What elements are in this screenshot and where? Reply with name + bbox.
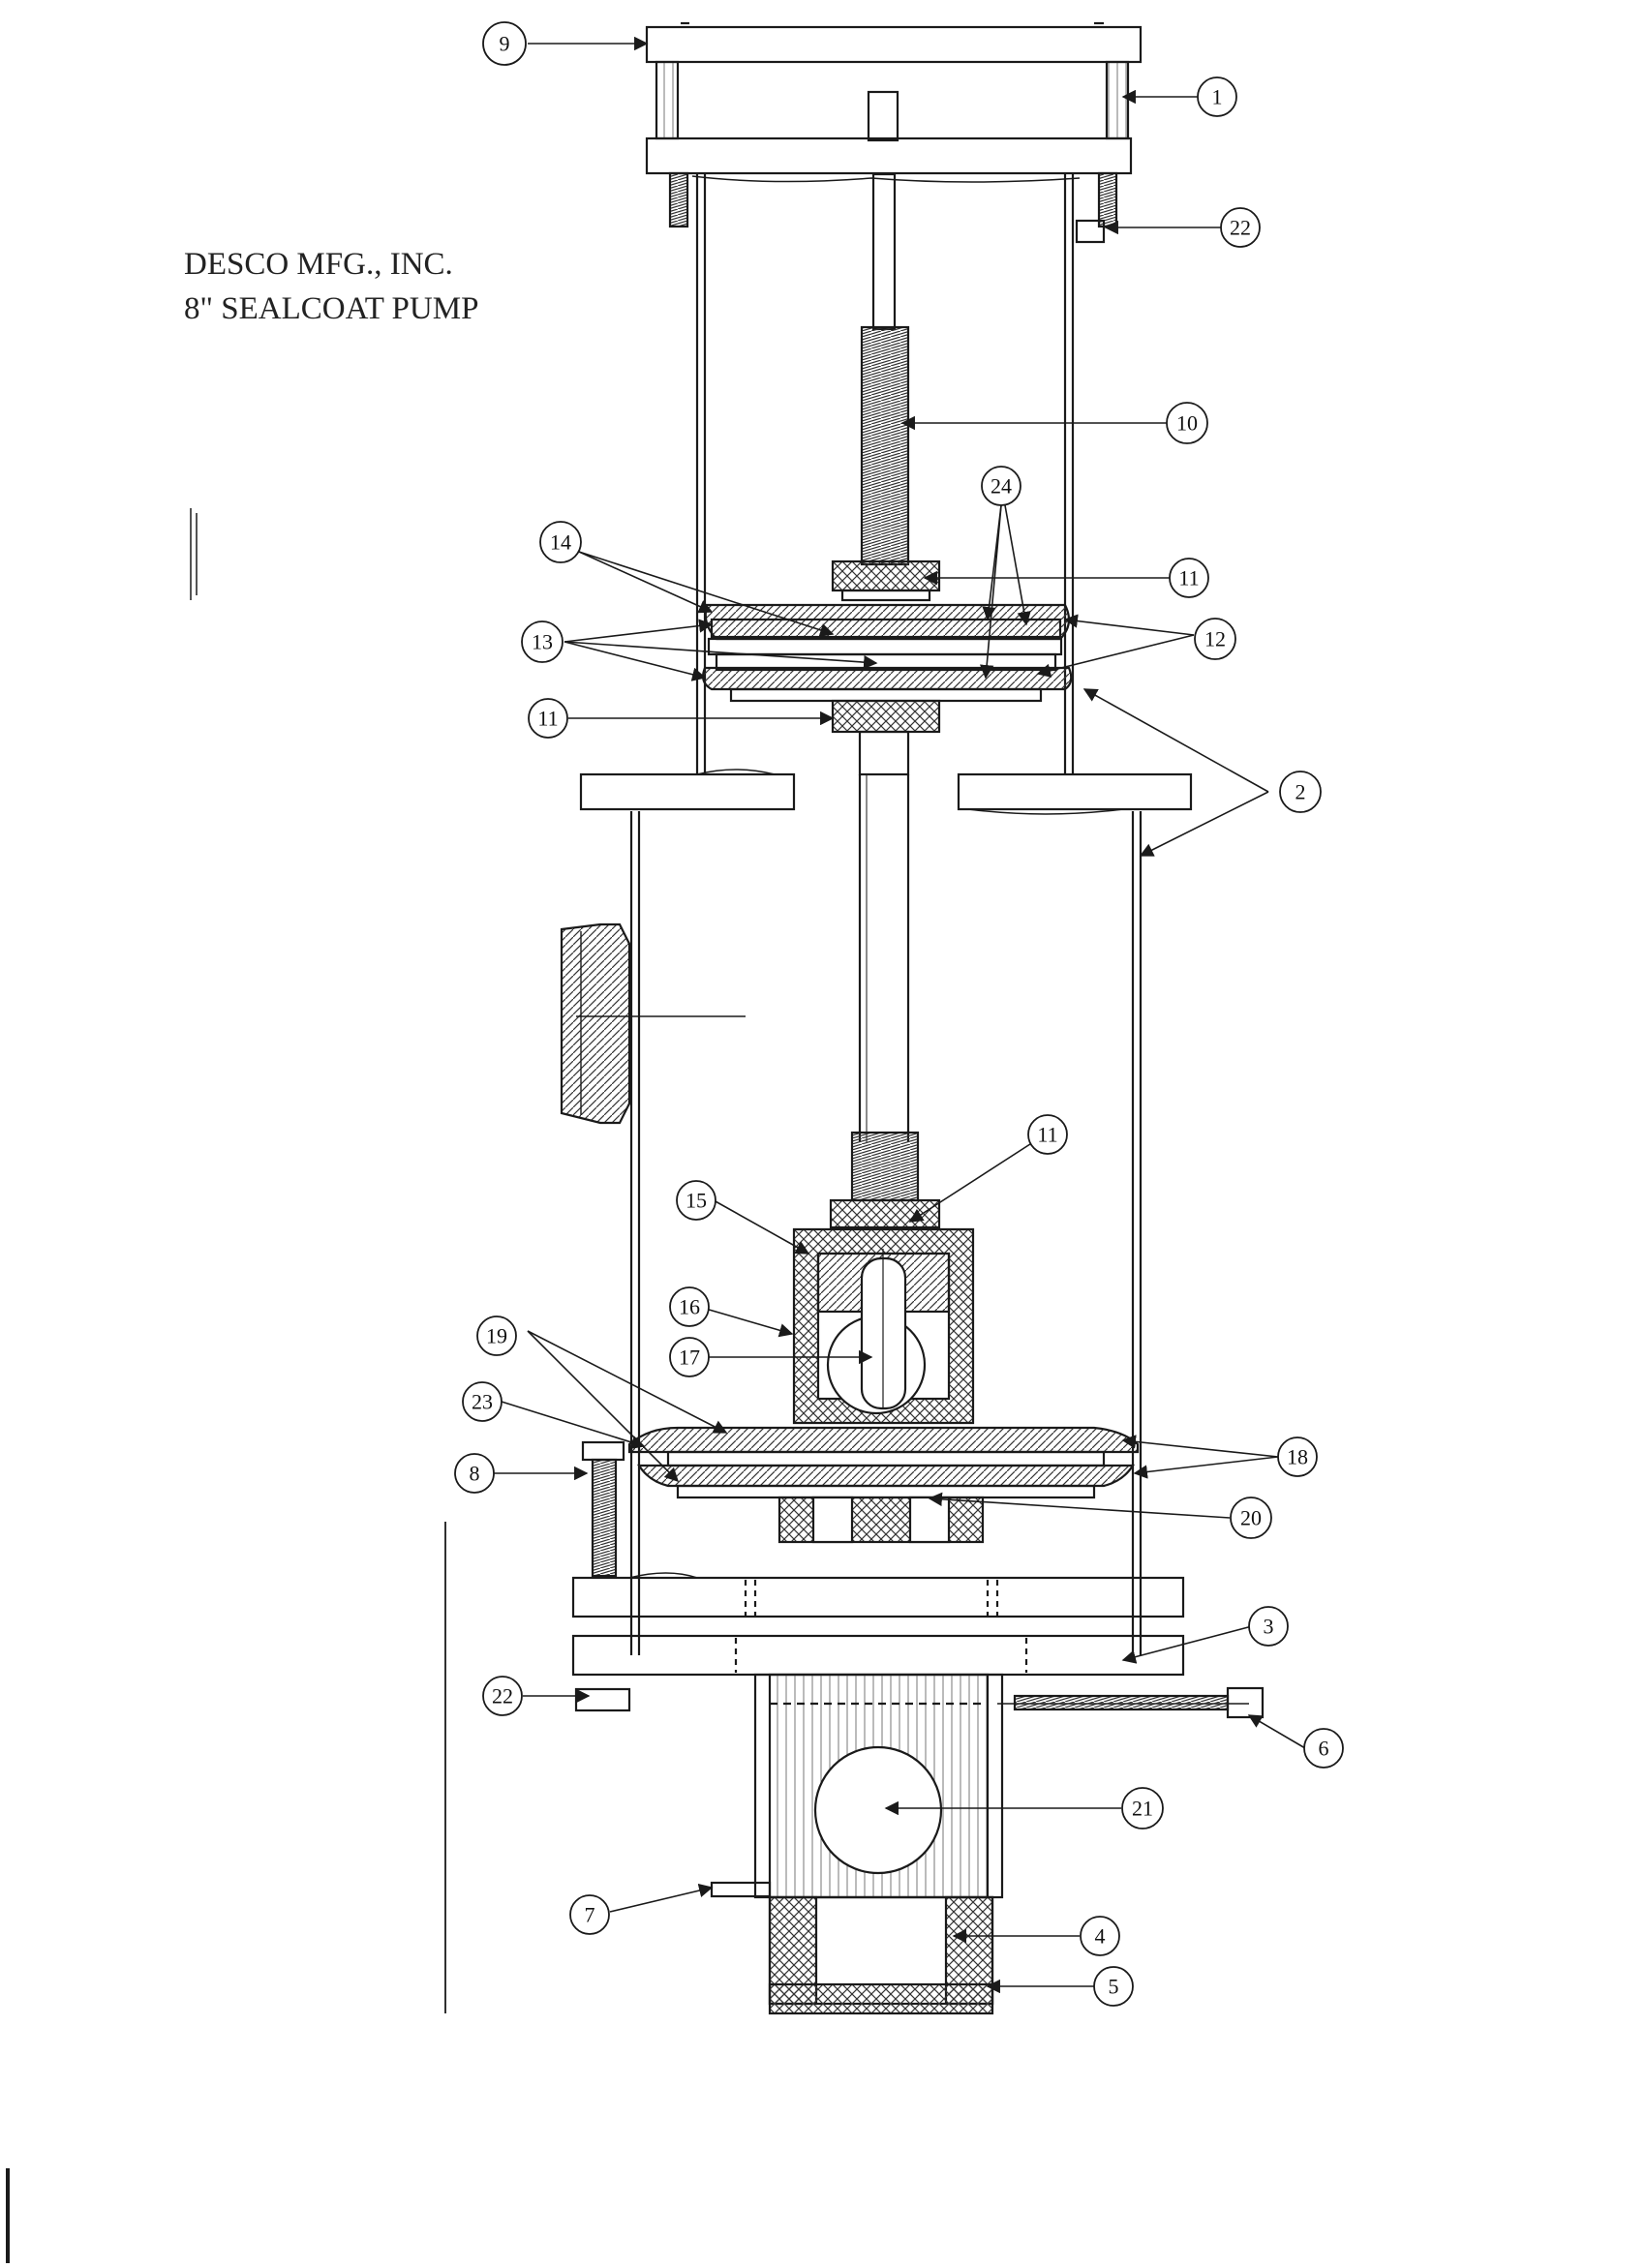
callout-16: 16 xyxy=(669,1286,710,1327)
svg-text:13: 13 xyxy=(532,630,553,654)
svg-text:6: 6 xyxy=(1319,1737,1329,1761)
middle-flange xyxy=(579,769,1193,815)
piston-rod xyxy=(831,90,941,602)
svg-text:12: 12 xyxy=(1204,627,1226,651)
flange-bolt xyxy=(581,1440,625,1578)
callout-22-top: 22 xyxy=(1220,207,1261,248)
callout-8: 8 xyxy=(454,1453,495,1494)
svg-text:3: 3 xyxy=(1264,1615,1274,1639)
callout-13: 13 xyxy=(521,620,564,663)
callout-20: 20 xyxy=(1230,1497,1272,1539)
product-name: 8" SEALCOAT PUMP xyxy=(184,291,479,326)
svg-text:22: 22 xyxy=(1230,216,1251,240)
svg-text:23: 23 xyxy=(472,1390,493,1414)
top-cap-assembly xyxy=(645,21,1143,228)
svg-text:16: 16 xyxy=(679,1295,700,1319)
svg-text:11: 11 xyxy=(537,707,558,731)
foot-valve-housing xyxy=(710,1673,1265,2015)
callout-11-lower: 11 xyxy=(1027,1114,1068,1155)
callout-23: 23 xyxy=(462,1381,503,1422)
callout-14: 14 xyxy=(539,521,582,563)
callout-17: 17 xyxy=(669,1337,710,1377)
callout-11-middle: 11 xyxy=(528,698,568,739)
callout-18: 18 xyxy=(1277,1436,1318,1477)
callout-4: 4 xyxy=(1080,1916,1120,1956)
callout-12: 12 xyxy=(1194,618,1236,660)
svg-text:10: 10 xyxy=(1176,411,1198,436)
callout-2: 2 xyxy=(1279,771,1322,813)
callout-22-bottom: 22 xyxy=(482,1676,523,1716)
callout-24: 24 xyxy=(981,466,1021,506)
pressure-gauge xyxy=(560,922,746,1125)
callout-21: 21 xyxy=(1121,1787,1164,1830)
title-block: DESCO MFG., INC. 8" SEALCOAT PUMP xyxy=(184,242,478,331)
callout-3: 3 xyxy=(1248,1606,1289,1647)
svg-text:7: 7 xyxy=(585,1903,595,1927)
lower-piston xyxy=(627,1426,1140,1544)
svg-text:2: 2 xyxy=(1295,780,1306,804)
svg-text:18: 18 xyxy=(1287,1445,1308,1469)
margin-marks xyxy=(6,508,446,2263)
callout-15: 15 xyxy=(676,1180,716,1221)
valve-cage xyxy=(792,1198,975,1425)
svg-text:19: 19 xyxy=(486,1324,507,1348)
svg-text:11: 11 xyxy=(1037,1123,1057,1147)
svg-text:11: 11 xyxy=(1178,566,1199,590)
svg-text:20: 20 xyxy=(1240,1506,1262,1530)
company-name: DESCO MFG., INC. xyxy=(184,247,453,282)
callout-11-upper: 11 xyxy=(1169,558,1209,598)
callout-19: 19 xyxy=(476,1315,517,1356)
callout-9: 9 xyxy=(482,21,527,66)
svg-text:8: 8 xyxy=(470,1462,480,1486)
svg-text:14: 14 xyxy=(550,530,571,555)
callout-5: 5 xyxy=(1093,1966,1134,2007)
svg-text:21: 21 xyxy=(1132,1797,1153,1821)
leader-lines xyxy=(494,36,1306,1994)
upper-piston xyxy=(702,603,1073,776)
svg-text:9: 9 xyxy=(500,32,510,56)
callout-1: 1 xyxy=(1197,76,1237,117)
svg-text:15: 15 xyxy=(686,1189,707,1213)
svg-text:22: 22 xyxy=(492,1684,513,1709)
callout-10: 10 xyxy=(1166,402,1208,444)
svg-text:5: 5 xyxy=(1109,1975,1119,1999)
svg-text:17: 17 xyxy=(679,1346,700,1370)
callout-7: 7 xyxy=(569,1894,610,1935)
callouts: 9 1 22 10 24 14 11 13 12 11 2 11 15 16 1… xyxy=(454,21,1344,2007)
svg-text:4: 4 xyxy=(1095,1924,1106,1949)
svg-text:24: 24 xyxy=(991,474,1012,499)
callout-6: 6 xyxy=(1303,1728,1344,1769)
svg-text:1: 1 xyxy=(1212,85,1223,109)
